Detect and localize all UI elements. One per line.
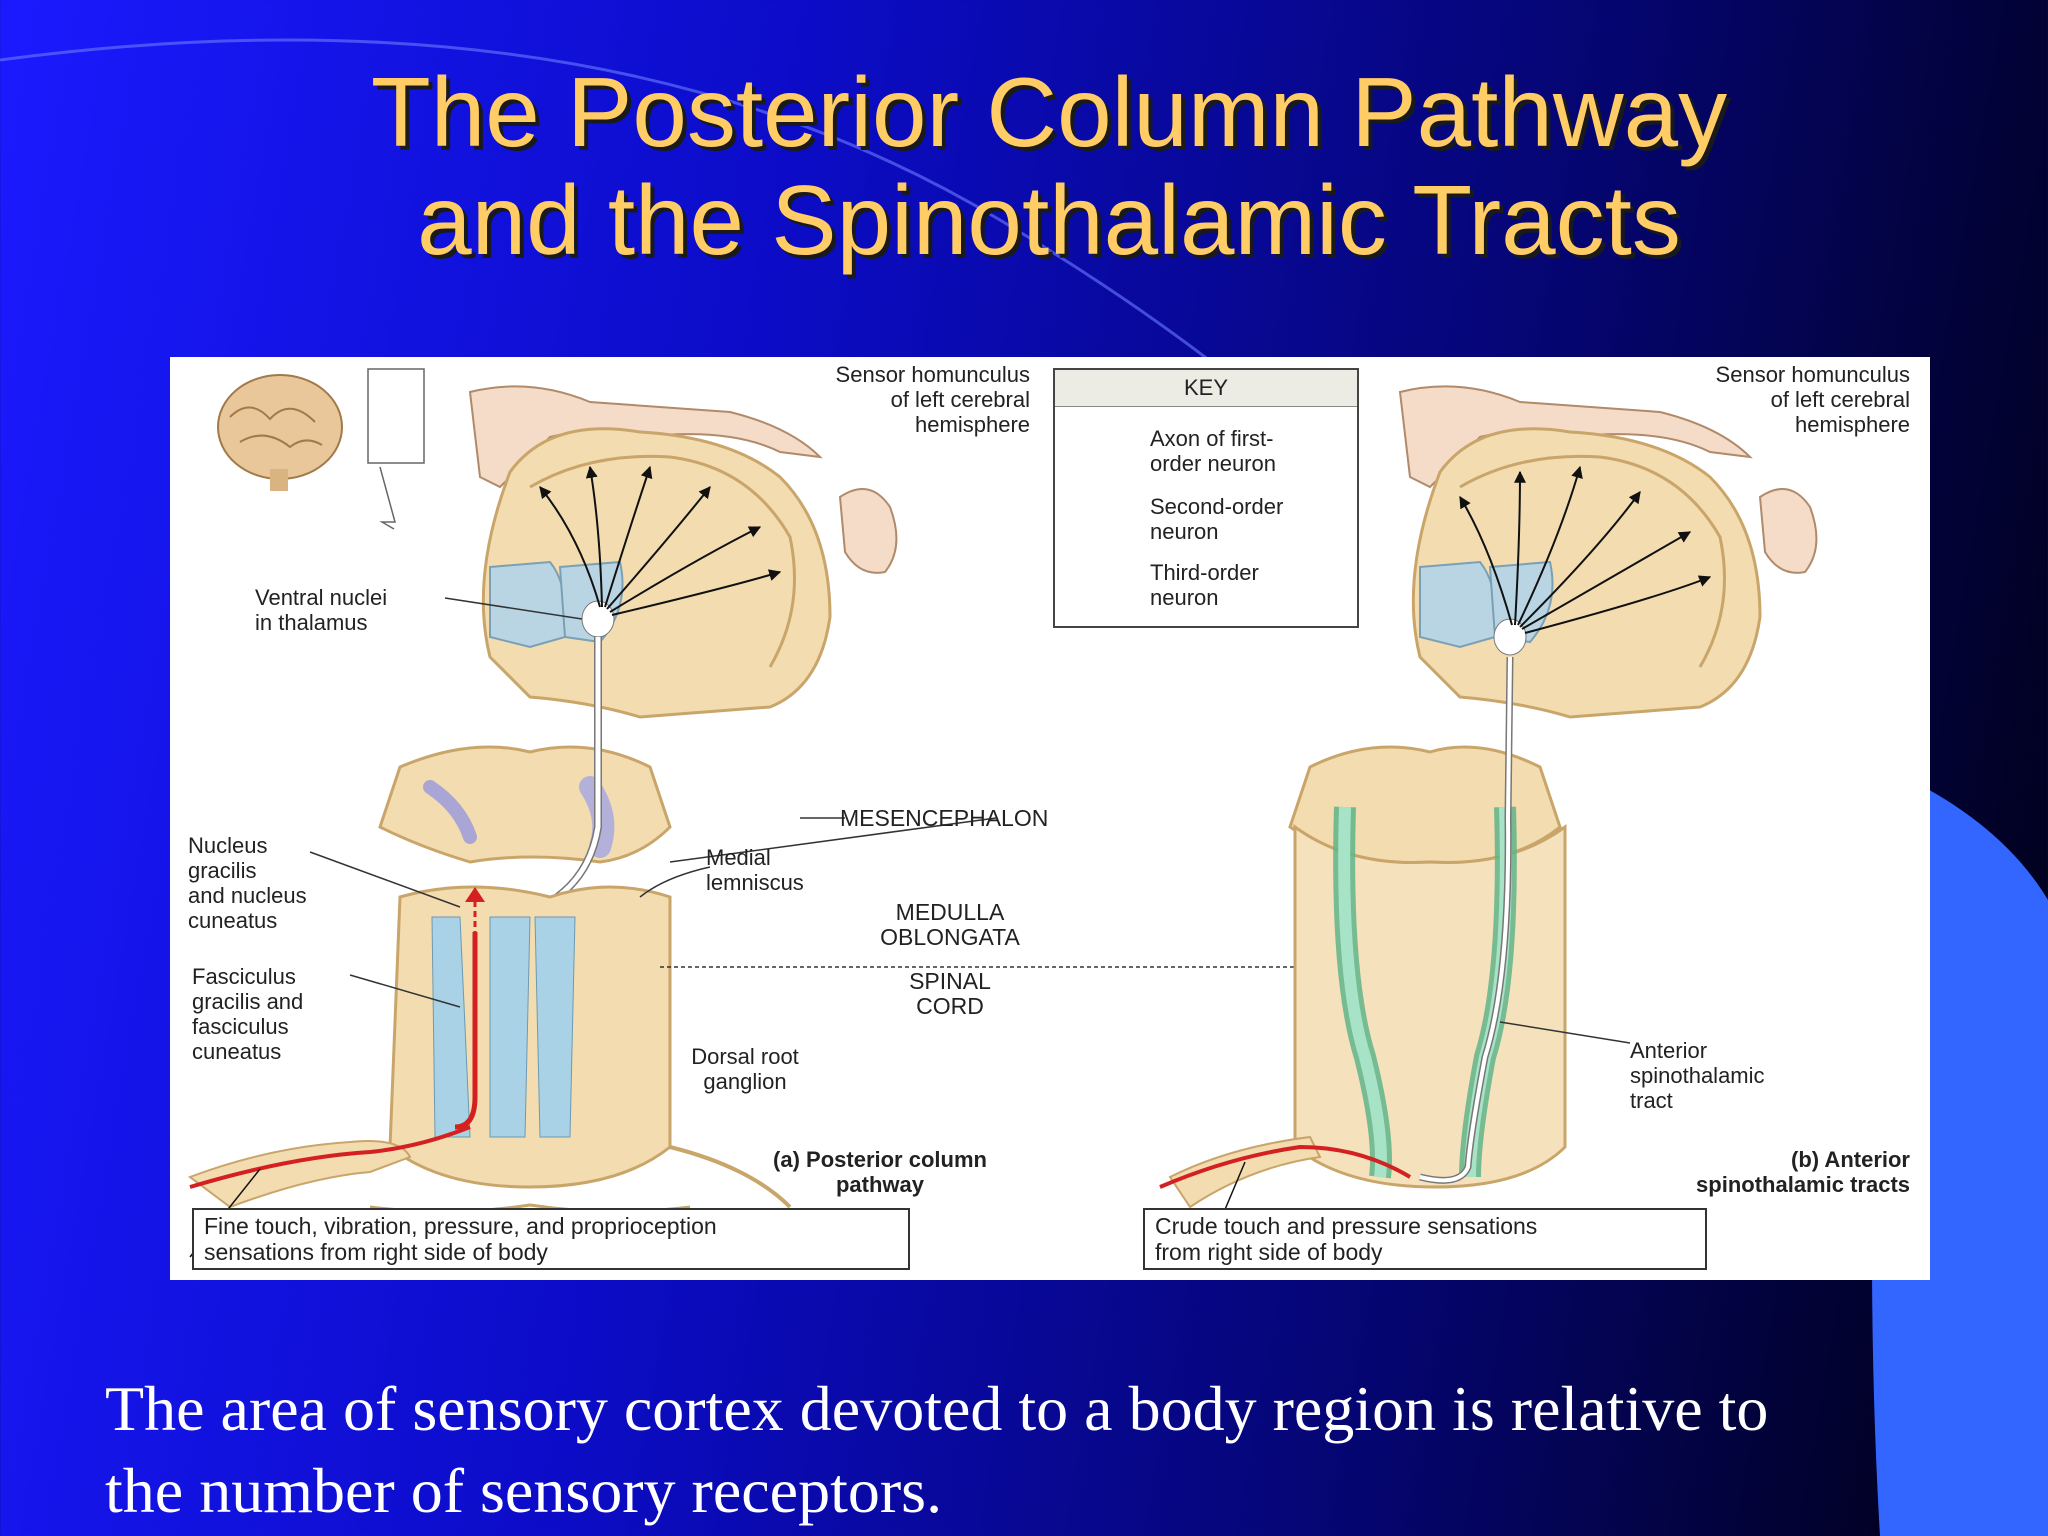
key-third-order-line-1: Third-order xyxy=(1150,560,1259,585)
right-homunculus-line-1: Sensor homunculus xyxy=(1715,362,1910,387)
anatomy-figure: KEY Axon of first- order neuron Second-o… xyxy=(170,357,1930,1280)
anatomy-illustration xyxy=(187,368,1818,1258)
left-homunculus-line-1: Sensor homunculus xyxy=(835,362,1030,387)
left-homunculus-line-3: hemisphere xyxy=(915,412,1030,437)
left-panel-label-line-2: pathway xyxy=(835,1172,925,1197)
left-panel-label-line-1: (a) Posterior column xyxy=(773,1147,987,1172)
key-first-order-line-1: Axon of first- xyxy=(1150,426,1274,451)
anterior-tract-line-1: Anterior xyxy=(1630,1038,1708,1063)
mesencephalon-label: MESENCEPHALON xyxy=(840,805,1049,831)
key-second-order-line-1: Second-order xyxy=(1150,494,1284,519)
right-caption-line-1: Crude touch and pressure sensations xyxy=(1155,1213,1538,1239)
left-caption-line-1: Fine touch, vibration, pressure, and pro… xyxy=(204,1213,717,1239)
thalamus-line-2: in thalamus xyxy=(255,610,368,635)
key-third-order-line-2: neuron xyxy=(1150,585,1219,610)
fasciculus-label: Fasciculus gracilis and fasciculus cunea… xyxy=(192,964,303,1064)
key-heading: KEY xyxy=(1055,370,1357,407)
right-panel-label-line-1: (b) Anterior xyxy=(1791,1147,1910,1172)
spinal-cord-line-1: SPINAL xyxy=(909,968,991,994)
fasciculus-line-4: cuneatus xyxy=(192,1039,282,1064)
left-caption-line-2: sensations from right side of body xyxy=(204,1239,548,1265)
dorsal-root-line-2: ganglion xyxy=(703,1069,787,1094)
key-first-order: Axon of first- order neuron xyxy=(1150,426,1276,476)
anterior-tract-line-3: tract xyxy=(1630,1088,1673,1113)
face-sketch-left xyxy=(838,488,898,574)
right-caption: Crude touch and pressure sensations from… xyxy=(1143,1208,1707,1270)
medial-lemniscus-line-2: lemniscus xyxy=(706,870,804,895)
right-homunculus-line-3: hemisphere xyxy=(1795,412,1910,437)
spinal-cord-label: SPINAL CORD xyxy=(850,969,1050,1019)
right-mesencephalon xyxy=(1288,745,1562,865)
left-homunculus-line-2: of left cerebral xyxy=(890,387,1030,412)
brain-icon xyxy=(217,368,425,530)
left-mesencephalon xyxy=(378,745,672,864)
figure-key: KEY Axon of first- order neuron Second-o… xyxy=(1053,368,1359,628)
right-homunculus-label: Sensor homunculus of left cerebral hemis… xyxy=(1610,362,1910,437)
key-first-order-line-2: order neuron xyxy=(1150,451,1276,476)
nucleus-line-3: and nucleus xyxy=(188,883,307,908)
key-third-order: Third-order neuron xyxy=(1150,560,1259,610)
left-thalamus xyxy=(489,560,567,649)
face-sketch-right xyxy=(1758,488,1818,574)
nucleus-line-2: gracilis xyxy=(188,858,257,883)
medial-lemniscus-line-1: Medial xyxy=(706,845,771,870)
body-line-1: The area of sensory cortex devoted to a … xyxy=(105,1373,1769,1444)
spinal-cord-line-2: CORD xyxy=(916,993,984,1019)
right-caption-line-2: from right side of body xyxy=(1155,1239,1383,1265)
dorsal-root-line-1: Dorsal root xyxy=(691,1044,799,1069)
left-cortex-slice xyxy=(481,427,832,719)
title-line-1: The Posterior Column Pathway xyxy=(370,57,1728,167)
medulla-line-1: MEDULLA xyxy=(895,899,1005,925)
slide-body-text: The area of sensory cortex devoted to a … xyxy=(105,1368,1965,1532)
body-line-2: the number of sensory receptors. xyxy=(105,1455,943,1526)
thalamus-label: Ventral nuclei in thalamus xyxy=(255,585,387,635)
left-homunculus-label: Sensor homunculus of left cerebral hemis… xyxy=(730,362,1030,437)
dorsal-root-label: Dorsal root ganglion xyxy=(660,1044,830,1094)
nucleus-line-1: Nucleus xyxy=(188,833,268,858)
right-panel-label-line-2: spinothalamic tracts xyxy=(1696,1172,1910,1197)
fasciculus-line-2: gracilis and xyxy=(192,989,304,1014)
anterior-tract-line-2: spinothalamic xyxy=(1630,1063,1765,1088)
medulla-line-2: OBLONGATA xyxy=(880,924,1020,950)
right-homunculus-line-2: of left cerebral xyxy=(1770,387,1910,412)
nucleus-label: Nucleus gracilis and nucleus cuneatus xyxy=(188,833,307,933)
slide-title: The Posterior Column Pathway and the Spi… xyxy=(0,58,2048,274)
anterior-tract-label: Anterior spinothalamic tract xyxy=(1630,1038,1765,1113)
key-second-order: Second-order neuron xyxy=(1150,494,1283,544)
title-line-2: and the Spinothalamic Tracts xyxy=(417,165,1681,275)
medial-lemniscus-label: Medial lemniscus xyxy=(706,845,804,895)
left-panel-label: (a) Posterior column pathway xyxy=(730,1147,1030,1197)
fasciculus-line-3: fasciculus xyxy=(192,1014,289,1039)
key-second-order-line-2: neuron xyxy=(1150,519,1219,544)
thalamus-line-1: Ventral nuclei xyxy=(255,585,388,610)
right-panel-label: (b) Anterior spinothalamic tracts xyxy=(1610,1147,1910,1197)
nucleus-line-4: cuneatus xyxy=(188,908,278,933)
medulla-label: MEDULLA OBLONGATA xyxy=(850,900,1050,950)
left-dorsal-root xyxy=(187,1140,412,1209)
left-caption: Fine touch, vibration, pressure, and pro… xyxy=(192,1208,910,1270)
fasciculus-line-1: Fasciculus xyxy=(192,964,296,989)
